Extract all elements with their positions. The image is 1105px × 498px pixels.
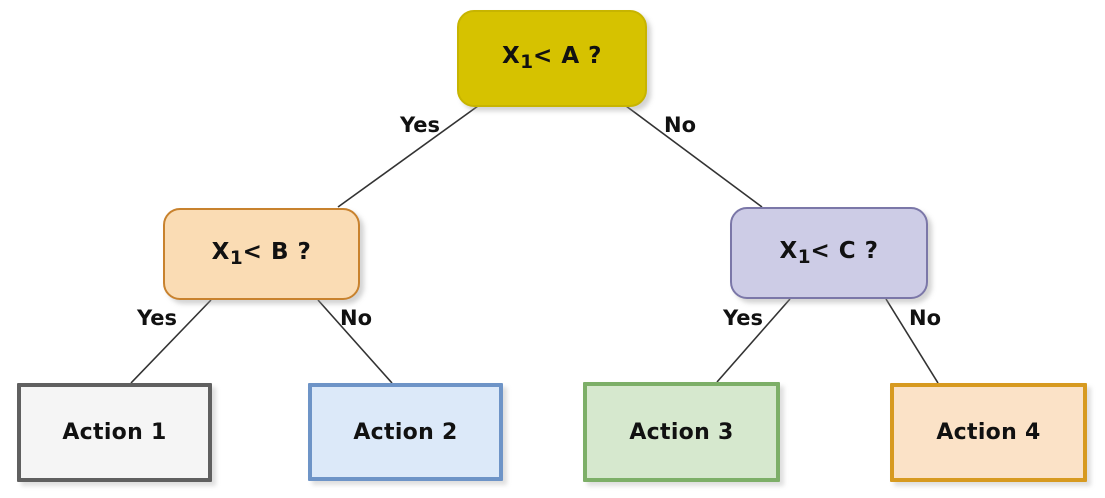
edge-label-root-no: No: [664, 113, 697, 137]
edge-label-right-no: No: [909, 306, 942, 330]
edge-label-right-yes: Yes: [723, 306, 764, 330]
subscript: 1: [797, 247, 811, 269]
node-label-right-decision: X1< C ?: [779, 237, 879, 269]
node-action-1[interactable]: Action 1: [17, 383, 212, 482]
edge-label-left-no: No: [340, 306, 373, 330]
node-action-2[interactable]: Action 2: [308, 383, 503, 481]
node-label-action-2: Action 2: [353, 419, 458, 445]
node-label-action-4: Action 4: [936, 420, 1041, 445]
edge-label-root-yes: Yes: [400, 113, 441, 137]
subscript: 1: [229, 248, 243, 270]
node-left-decision[interactable]: X1< B ?: [163, 208, 360, 300]
edge-label-left-yes: Yes: [137, 306, 178, 330]
node-root[interactable]: X1< A ?: [457, 10, 647, 107]
node-label-root: X1< A ?: [502, 43, 602, 74]
node-right-decision[interactable]: X1< C ?: [730, 207, 928, 299]
node-label-action-1: Action 1: [62, 420, 167, 445]
subscript: 1: [520, 52, 534, 74]
node-action-4[interactable]: Action 4: [890, 383, 1087, 482]
node-action-3[interactable]: Action 3: [583, 382, 780, 482]
node-label-action-3: Action 3: [629, 419, 734, 445]
node-label-left-decision: X1< B ?: [211, 238, 312, 270]
